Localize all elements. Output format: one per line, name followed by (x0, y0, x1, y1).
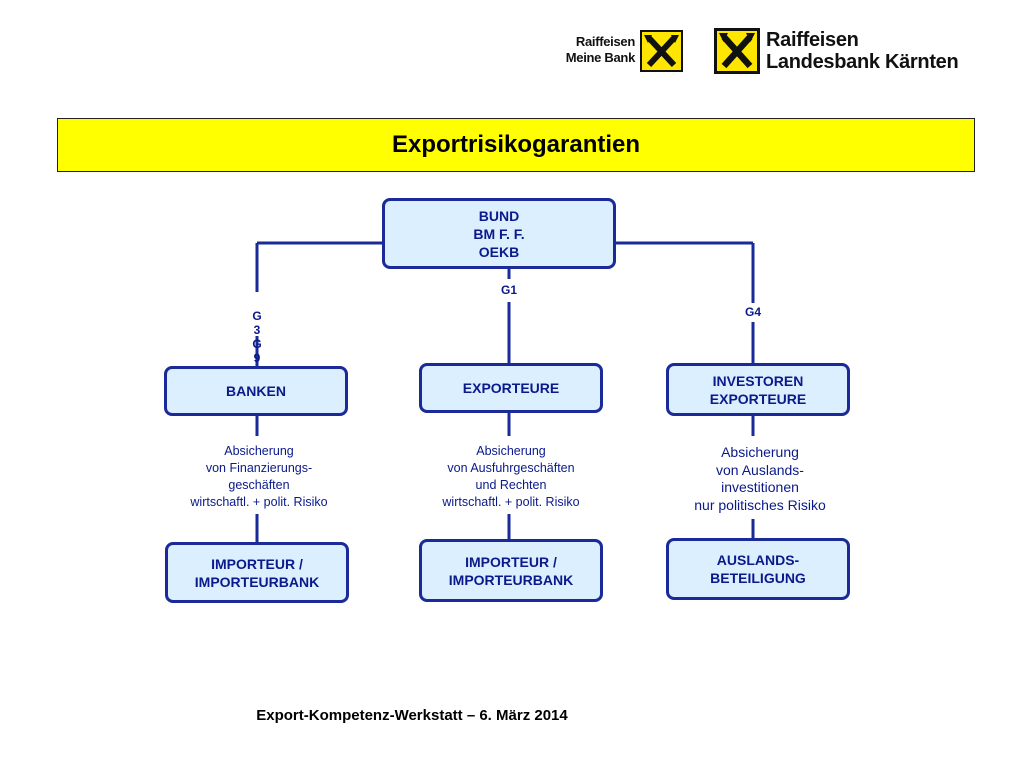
label-g4: G4 (744, 305, 761, 319)
label-g3g9-char3: G (252, 337, 262, 351)
node-exporteure-label: EXPORTEURE (462, 380, 560, 396)
label-g3g9-char1: G (252, 309, 262, 323)
node-bund: BUND BM F. F. OEKB (382, 198, 616, 269)
node-importeur-center-line2: IMPORTEURBANK (448, 571, 574, 588)
node-banken-label: BANKEN (226, 383, 286, 399)
description-right-line2: von Auslands- (716, 461, 804, 478)
node-importeur-center: IMPORTEUR / IMPORTEURBANK (419, 539, 603, 602)
raiffeisen-landesbank-kaernten-logo: Raiffeisen Landesbank Kärnten (714, 28, 994, 76)
giebelkreuz-icon (714, 28, 760, 74)
description-center-line3: und Rechten (475, 478, 547, 492)
footer-text: Export-Kompetenz-Werkstatt – 6. März 201… (256, 707, 568, 724)
node-importeur-center-line1: IMPORTEUR / (465, 553, 557, 570)
logo-left-text-1: Raiffeisen (575, 34, 635, 49)
description-right-line3: investitionen (721, 479, 799, 495)
logo-right-text-2: Landesbank Kärnten (766, 51, 959, 73)
raiffeisen-meine-bank-logo: Raiffeisen Meine Bank (541, 30, 686, 74)
giebelkreuz-icon (640, 30, 683, 72)
node-auslands-line1: AUSLANDS- (716, 552, 800, 568)
description-center-line4: wirtschaftl. + polit. Risiko (442, 495, 580, 509)
description-center-line2: von Ausfuhrgeschäften (447, 461, 575, 475)
node-importeur-left-line1: IMPORTEUR / (211, 555, 303, 572)
description-right-line4: nur politisches Risiko (694, 496, 826, 513)
node-auslands-line2: BETEILIGUNG (710, 570, 806, 586)
description-left-line2: von Finanzierungs- (205, 461, 313, 475)
label-g1: G1 (500, 283, 517, 297)
page-title: Exportrisikogarantien (57, 118, 975, 172)
node-bund-line1: BUND (478, 207, 520, 224)
label-g3g9-char4: 9 (253, 351, 261, 365)
node-importeur-left: IMPORTEUR / IMPORTEURBANK (165, 542, 349, 603)
description-left-line4: wirtschaftl. + polit. Risiko (190, 495, 328, 509)
node-investoren-exporteure: INVESTOREN EXPORTEURE (666, 363, 850, 416)
node-investoren-line1: INVESTOREN (712, 372, 804, 389)
description-center-line1: Absicherung (476, 444, 546, 458)
node-exporteure: EXPORTEURE (419, 363, 603, 413)
description-right-line1: Absicherung (721, 444, 799, 460)
node-bund-line3: OEKB (478, 243, 520, 260)
logo-right-text-1: Raiffeisen (766, 29, 859, 51)
node-investoren-line2: EXPORTEURE (709, 390, 807, 407)
description-right: Absicherung von Auslands- investitionen … (650, 444, 870, 514)
node-banken: BANKEN (164, 366, 348, 416)
node-bund-line2: BM F. F. (473, 225, 525, 242)
label-g3g9-char2: 3 (253, 323, 261, 337)
description-center: Absicherung von Ausfuhrgeschäften und Re… (409, 443, 613, 511)
node-importeur-left-line2: IMPORTEURBANK (194, 573, 320, 590)
node-auslandsbeteiligung: AUSLANDS- BETEILIGUNG (666, 538, 850, 600)
logo-left-text-2: Meine Bank (565, 50, 636, 65)
description-left: Absicherung von Finanzierungs- geschäfte… (157, 443, 361, 511)
label-g3g9: G 3 G 9 (247, 309, 267, 365)
description-left-line3: geschäften (228, 478, 290, 492)
description-left-line1: Absicherung (224, 444, 294, 458)
